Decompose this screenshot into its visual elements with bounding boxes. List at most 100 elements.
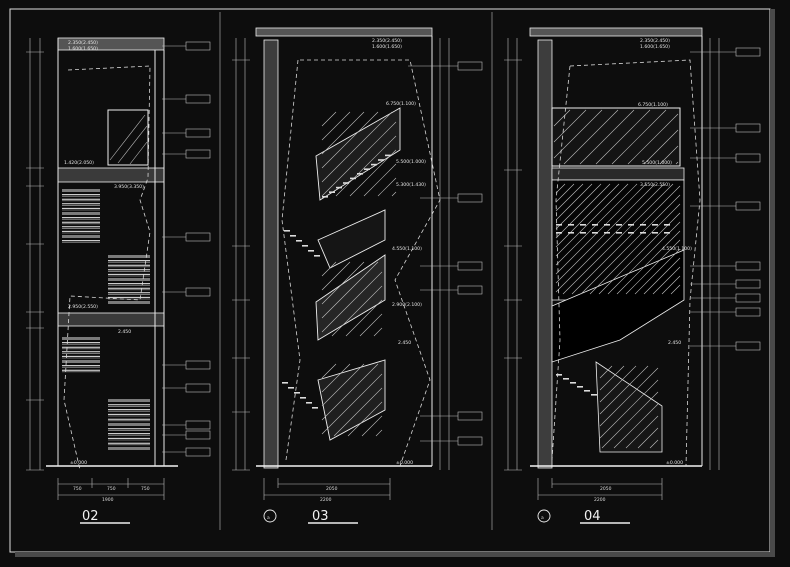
section-03-hidden-outline: [300, 59, 441, 467]
sec03-step-c-1: [288, 387, 294, 389]
sec04-hatch-a-2: [555, 183, 575, 203]
section-03-flight-4: [317, 359, 386, 441]
section-04-level-top-2: 1.600(1.650): [640, 44, 670, 50]
sec04-hatch-a-3: [555, 183, 584, 212]
section-02-level-mid-2: 3.950(3.350): [114, 184, 144, 190]
sec04-hatch-b-11: [649, 439, 659, 449]
sec04-step-a-4: [604, 224, 610, 226]
sec03-hatch-a-4: [321, 111, 379, 169]
section-03-dimension-chain: [232, 38, 450, 471]
sec04-hatch-a-20: [625, 239, 681, 295]
section-02-width-dimensions: [57, 478, 165, 500]
sec03-hatch-b-5: [321, 271, 383, 333]
sec04-hatch-a-16: [589, 203, 681, 295]
sheet-shadow-bottom: [15, 552, 775, 557]
section-04-level-top-1: 2.350(2.450): [640, 38, 670, 44]
sec03-step-a-3: [343, 182, 349, 184]
sec03-hatch-b-2: [321, 261, 351, 291]
sec04-hatch-a-23: [652, 266, 681, 295]
sec03-step-b-1: [290, 235, 296, 237]
sec03-step-c-5: [312, 407, 318, 409]
section-04-mid-slab: [551, 167, 685, 181]
sec03-step-a-6: [364, 168, 370, 170]
section-02-width-dim-3: 750: [141, 486, 150, 492]
sheet-shadow-right: [770, 9, 775, 557]
section-04-axis-bubble: [537, 509, 551, 523]
section-04-level-ground: ±0.000: [666, 460, 683, 466]
section-03-flight-3: [315, 254, 386, 341]
sec03-step-b-0: [284, 230, 290, 232]
sec04-step-a-5: [616, 224, 622, 226]
section-03-level-ground: ±0.000: [396, 460, 413, 466]
section-04-level-mid-3: 3.550(2.550): [640, 182, 670, 188]
sec03-step-a-8: [378, 159, 384, 161]
sec04-step-b-3: [592, 232, 598, 234]
sec03-hatch-c-1: [321, 363, 337, 379]
sec04-hatch-a-21: [634, 248, 681, 295]
section-03-width-dimensions: [263, 478, 391, 500]
sec03-step-a-2: [336, 186, 342, 189]
section-02-window-hatch: [109, 114, 148, 165]
section-03-glass-hatch: [321, 111, 397, 437]
sec04-hatch-a-14: [571, 185, 681, 295]
sec04-win-hatch-4: [563, 109, 619, 165]
section-03-level-low-1: 2.900(2.100): [392, 302, 422, 308]
section-04-callout-tags: [690, 47, 761, 351]
section-02-window: [107, 109, 149, 166]
sec03-step-b-5: [314, 255, 320, 257]
sec03-hatch-b-4: [321, 261, 379, 319]
section-03-left-wall: [263, 39, 279, 469]
sec04-step-a-1: [568, 224, 574, 226]
section-03-total-width: 2200: [320, 497, 332, 503]
sec03-hatch-a-10: [377, 177, 397, 197]
sec03-hatch-c-9: [375, 429, 383, 437]
sec03-step-a-7: [371, 163, 377, 166]
section-04-hidden-outline-left: [551, 65, 571, 461]
section-03-flight-1: [315, 107, 401, 201]
section-04-dimension-chain: [504, 38, 720, 471]
sec03-hatch-c-6: [333, 387, 383, 437]
sec04-hatch-a-18: [607, 221, 681, 295]
sec03-hatch-b-3: [321, 261, 365, 305]
sec04-win-hatch-11: [675, 161, 679, 165]
sec04-step-b-0: [556, 232, 562, 234]
sec04-hatch-a-19: [616, 230, 681, 295]
sec04-win-hatch-3: [553, 109, 603, 159]
sec04-hatch-b-2: [599, 365, 625, 391]
section-02: 2.350(2.450) 1.600(1.650) 1.420(2.050) 3…: [26, 37, 211, 524]
section-03-level-low-2: 2.450: [398, 340, 411, 346]
sec04-hatch-a-8: [555, 183, 629, 257]
sec04-win-hatch-5: [579, 109, 635, 165]
section-02-width-dim-1: 750: [73, 486, 82, 492]
sec03-hatch-b-8: [359, 313, 383, 337]
sec04-win-hatch-8: [627, 113, 679, 165]
section-03-axis-label: a: [267, 516, 270, 521]
sec04-step-b-6: [628, 232, 634, 234]
section-04-roof-slab: [529, 27, 703, 37]
sec04-hatch-a-17: [598, 212, 681, 295]
sec04-step-c-2: [570, 382, 576, 384]
section-02-lower-flight-treads: [62, 337, 150, 450]
sec04-hatch-a-15: [580, 194, 681, 295]
section-04-lower-flight: [595, 361, 663, 453]
section-04-window-hatch: [553, 109, 679, 165]
sec03-hatch-b-7: [345, 299, 383, 337]
section-04: 2.350(2.450) 1.600(1.650) 6.750(1.100) 5…: [504, 27, 761, 524]
sec04-win-hatch-1: [553, 109, 571, 127]
sec03-hatch-a-2: [321, 111, 351, 141]
section-03-roof-slab: [255, 27, 433, 37]
sec04-hatch-a-25: [670, 284, 681, 295]
sec03-hatch-a-9: [363, 163, 397, 197]
sec04-step-b-8: [652, 232, 658, 234]
sec03-step-c-0: [282, 382, 288, 384]
section-03-level-top-2: 1.600(1.650): [372, 44, 402, 50]
sec04-hatch-a-22: [643, 257, 681, 295]
sec04-hatch-b-3: [599, 365, 637, 403]
section-02-width-dim-2: 750: [107, 486, 116, 492]
sec04-hatch-a-10: [555, 183, 647, 275]
section-03-level-top-1: 2.350(2.450): [372, 38, 402, 44]
section-02-level-low-2: 2.450: [118, 329, 131, 335]
sec04-hatch-a-6: [555, 183, 611, 239]
